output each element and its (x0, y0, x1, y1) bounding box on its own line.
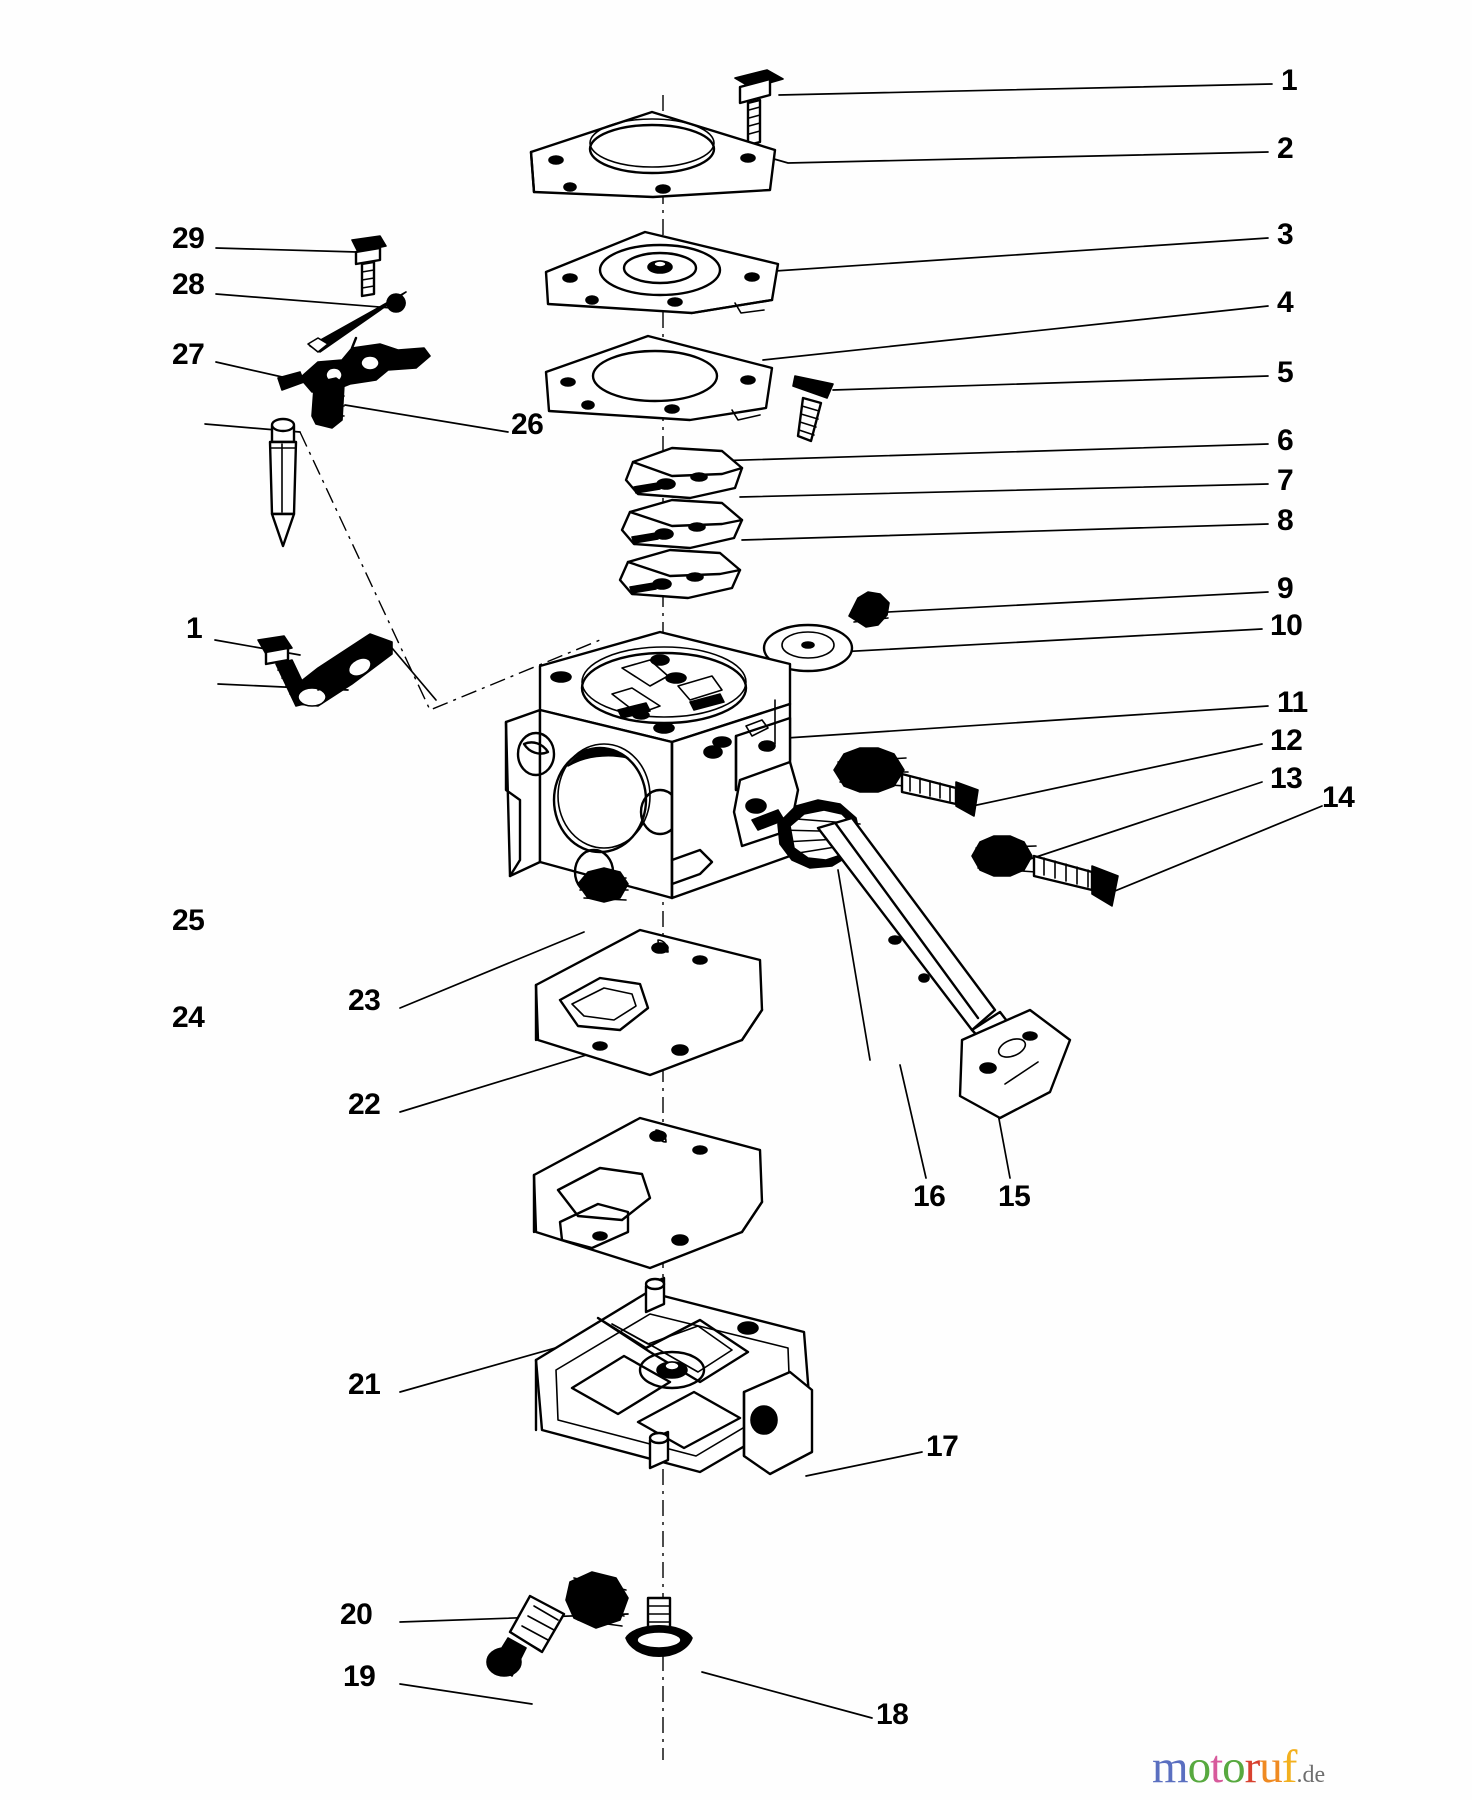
part-14-adjusting-screw (1032, 854, 1119, 907)
callout-27: 27 (172, 338, 205, 371)
part-29-screw (351, 235, 387, 298)
callout-6: 6 (1277, 424, 1294, 457)
part-9-spring (848, 591, 890, 628)
callout-2: 2 (1277, 132, 1294, 165)
callout-10: 10 (1270, 609, 1303, 642)
callout-11: 11 (1277, 686, 1308, 719)
callout-25: 25 (172, 904, 205, 937)
watermark-letter-u: u (1259, 1741, 1282, 1793)
callout-5: 5 (1277, 356, 1294, 389)
motoruf-watermark: motoruf.de (1152, 1740, 1325, 1794)
callout-15: 15 (998, 1180, 1031, 1213)
part-25-inlet-needle (268, 417, 298, 548)
callout-19: 19 (343, 1660, 376, 1693)
callout-7: 7 (1277, 464, 1294, 497)
callout-22: 22 (348, 1088, 381, 1121)
part-6-lever (624, 446, 744, 500)
part-5-screw (792, 375, 834, 443)
callout-1-left: 1 (186, 612, 203, 645)
callout-8: 8 (1277, 504, 1294, 537)
callout-28: 28 (172, 268, 205, 301)
callout-12: 12 (1270, 724, 1303, 757)
watermark-letter-t: t (1210, 1741, 1223, 1793)
callout-13: 13 (1270, 762, 1303, 795)
part-12-adjusting-screw (900, 772, 979, 817)
part-1-screw-top (734, 69, 784, 147)
callout-17: 17 (926, 1430, 959, 1463)
part-23-spring (577, 867, 629, 903)
part-8-lever (618, 548, 742, 600)
callout-3: 3 (1277, 218, 1294, 251)
callout-1-right: 1 (1281, 64, 1298, 97)
part-22-pump-gasket (534, 928, 764, 1077)
part-11-spring (833, 747, 909, 793)
part-20-spring (565, 1571, 629, 1629)
part-13-spring (971, 835, 1039, 877)
watermark-letter-r: r (1244, 1741, 1261, 1793)
leader-lines-right (679, 83, 1323, 894)
watermark-letter-m: m (1152, 1741, 1189, 1793)
part-24-throttle-lever (289, 633, 393, 707)
callout-29: 29 (172, 222, 205, 255)
callout-23: 23 (348, 984, 381, 1017)
part-10-pump-diaphragm-disc (762, 623, 854, 673)
part-26-spring (311, 377, 345, 429)
watermark-letter-f: f (1281, 1741, 1298, 1793)
part-7-lever (620, 498, 744, 550)
part-21-pump-diaphragm (532, 1116, 764, 1270)
body-right-bosses (745, 719, 769, 737)
callout-14: 14 (1322, 781, 1355, 814)
part-28-link-rod (307, 291, 407, 353)
callout-26: 26 (511, 408, 544, 441)
part-15-throttle-shaft (816, 816, 1072, 1120)
part-18-plug (625, 1596, 693, 1657)
watermark-letter-o1: o (1187, 1741, 1211, 1793)
carburetor-main-body (504, 630, 800, 900)
callout-18: 18 (876, 1698, 909, 1731)
part-17-fuel-pump-body (534, 1276, 814, 1476)
part-3-metering-diaphragm (544, 230, 780, 315)
part-2-cover-plate (529, 110, 777, 199)
part-19-screw (486, 1594, 566, 1677)
callout-16: 16 (913, 1180, 946, 1213)
callout-20: 20 (340, 1598, 373, 1631)
callout-21: 21 (348, 1368, 381, 1401)
watermark-tld: .de (1296, 1762, 1326, 1788)
callout-24: 24 (172, 1001, 205, 1034)
watermark-letter-o2: o (1222, 1741, 1245, 1793)
callout-4: 4 (1277, 286, 1294, 319)
callout-9: 9 (1277, 572, 1294, 605)
part-4-metering-gasket (544, 334, 774, 422)
